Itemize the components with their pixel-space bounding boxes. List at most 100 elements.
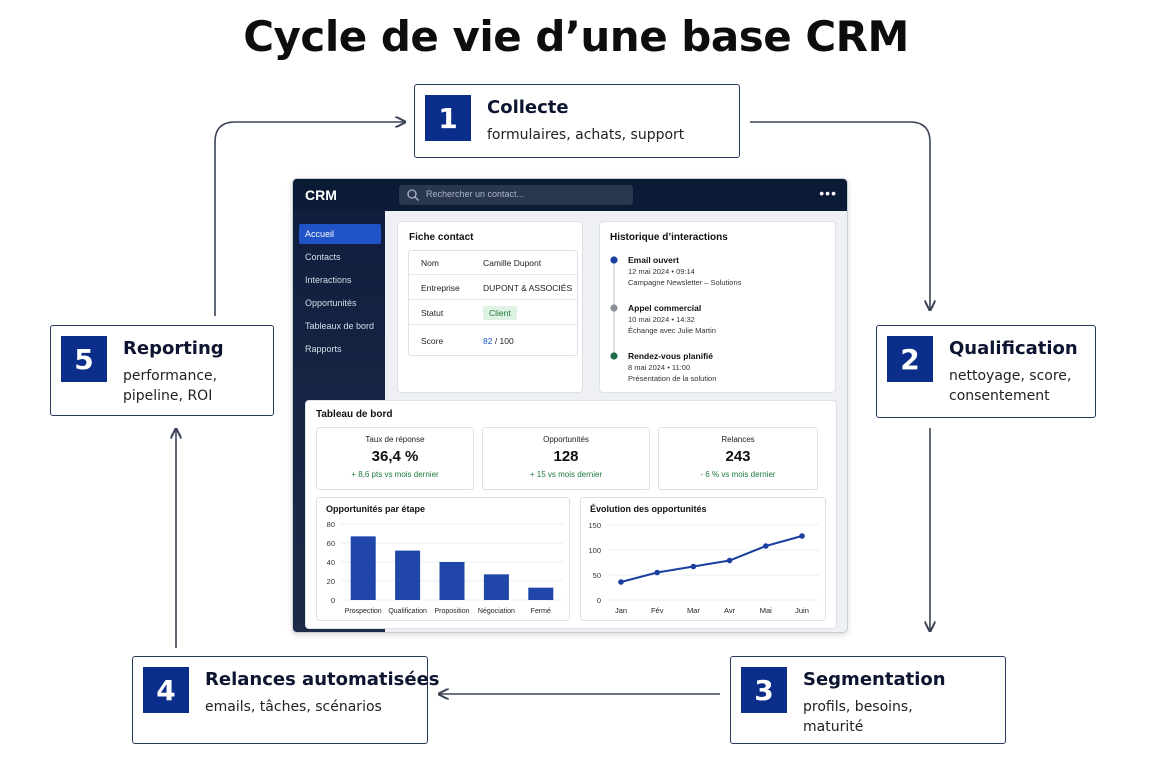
y-tick-label: 150 [588, 521, 601, 530]
sidebar-item-opportunites[interactable]: Opportunités [305, 298, 357, 308]
kpi-value: 36,4 % [371, 448, 419, 465]
step-number: 5 [61, 336, 107, 382]
y-tick-label: 0 [331, 596, 335, 605]
step-reporting: 5 Reporting performance, pipeline, ROI [50, 325, 274, 416]
step-description: profils, besoins, maturité [803, 699, 913, 735]
bar [528, 587, 554, 600]
history-title: Rendez-vous planifié [628, 351, 714, 361]
score-value: 82 [483, 336, 493, 346]
field-label: Statut [421, 308, 444, 318]
field-label: Score [421, 336, 444, 346]
data-point [763, 543, 769, 549]
kpi-relances: Relances 243 - 6 % vs mois dernier [658, 427, 818, 490]
step-segmentation: 3 Segmentation profils, besoins, maturit… [730, 656, 1006, 744]
y-tick-label: 20 [327, 577, 335, 586]
x-tick-label: Mai [760, 606, 772, 615]
field-value: 82 / 100 [483, 336, 514, 346]
field-value: DUPONT & ASSOCIÉS [483, 283, 573, 293]
kpi-delta: + 8,6 pts vs mois dernier [351, 470, 439, 479]
history-item-call: Appel commercial 10 mai 2024 • 14:32 Éch… [628, 303, 716, 335]
arrow-reporting-to-collecte [214, 122, 404, 316]
contact-row-entreprise: Entreprise DUPONT & ASSOCIÉS [409, 276, 577, 300]
more-options-icon[interactable]: ••• [819, 185, 837, 201]
step-number: 2 [887, 336, 933, 382]
kpi-value: 128 [553, 448, 579, 465]
step-title: Reporting [123, 338, 224, 359]
kpi-label: Taux de réponse [365, 435, 425, 444]
step-title: Segmentation [803, 669, 946, 690]
bar [395, 550, 421, 600]
x-tick-label: Jan [615, 606, 627, 615]
step-description: emails, tâches, scénarios [205, 699, 382, 715]
x-tick-label: Prospection [345, 608, 382, 615]
x-tick-label: Juin [795, 606, 809, 615]
crm-logo: CRM [305, 187, 337, 203]
x-tick-label: Qualification [388, 608, 427, 615]
history-detail: Campagne Newsletter – Solutions [628, 278, 742, 287]
contact-row-statut: Statut Client [409, 301, 577, 325]
step-title: Qualification [949, 338, 1078, 359]
y-tick-label: 80 [327, 520, 335, 529]
page-title: Cycle de vie d’une base CRM [243, 12, 909, 61]
x-tick-label: Proposition [434, 608, 469, 615]
history-detail: Échange avec Julie Martin [628, 326, 716, 335]
sidebar-item-tableaux-de-bord[interactable]: Tableaux de bord [305, 321, 375, 331]
bar [483, 574, 509, 600]
data-point [654, 569, 660, 576]
step-title: Collecte [487, 97, 569, 118]
series-line [620, 535, 803, 583]
kpi-label: Relances [721, 435, 755, 444]
contact-row-score: Score 82 / 100 [409, 329, 577, 353]
sidebar-item-accueil[interactable]: Accueil [299, 224, 381, 244]
search-placeholder: Rechercher un contact... [426, 189, 525, 199]
search-input[interactable]: Rechercher un contact... [399, 185, 633, 205]
timeline [610, 256, 618, 360]
history-item-meeting: Rendez-vous planifié 8 mai 2024 • 11:00 … [628, 351, 716, 383]
step-description: nettoyage, score, consentement [949, 368, 1072, 404]
y-tick-label: 50 [593, 571, 601, 580]
kpi-delta: - 6 % vs mois dernier [700, 470, 776, 479]
history-date: 10 mai 2024 • 14:32 [628, 315, 695, 324]
dashboard-panel: Tableau de bord Taux de réponse 36,4 % +… [305, 400, 837, 629]
panel-title: Fiche contact [409, 232, 474, 243]
history-title: Appel commercial [628, 303, 702, 313]
x-tick-label: Avr [724, 606, 736, 615]
sidebar-item-interactions[interactable]: Interactions [305, 275, 352, 285]
step-number: 1 [425, 95, 471, 141]
history-date: 12 mai 2024 • 09:14 [628, 267, 695, 276]
x-tick-label: Fév [651, 606, 664, 615]
step-number: 3 [741, 667, 787, 713]
bar [439, 562, 465, 600]
y-tick-label: 40 [327, 558, 335, 567]
x-tick-label: Fermé [531, 608, 551, 615]
bar [350, 536, 376, 600]
history-date: 8 mai 2024 • 11:00 [628, 363, 691, 372]
y-tick-label: 0 [597, 596, 601, 605]
historique-panel: Historique d’interactions Email ouvert 1… [599, 221, 836, 393]
kpi-taux-reponse: Taux de réponse 36,4 % + 8,6 pts vs mois… [316, 427, 474, 490]
timeline-dot [610, 256, 618, 264]
score-suffix: / 100 [492, 336, 514, 346]
search-icon [407, 189, 419, 201]
field-label: Entreprise [421, 283, 460, 293]
x-tick-label: Négociation [478, 608, 515, 615]
step-description: formulaires, achats, support [487, 127, 685, 143]
step-relances: 4 Relances automatisées emails, tâches, … [132, 656, 440, 744]
sidebar-item-contacts[interactable]: Contacts [305, 252, 341, 262]
history-title: Email ouvert [628, 255, 680, 265]
kpi-value: 243 [725, 448, 751, 465]
field-label: Nom [421, 258, 439, 268]
chart-title: Évolution des opportunités [590, 504, 707, 514]
kpi-opportunites: Opportunités 128 + 15 vs mois dernier [482, 427, 650, 490]
history-detail: Présentation de la solution [628, 374, 717, 383]
contact-row-nom: Nom Camille Dupont [409, 251, 577, 275]
step-title: Relances automatisées [205, 669, 440, 690]
timeline-dot [610, 352, 618, 360]
y-tick-label: 100 [588, 546, 601, 555]
sidebar-item-rapports[interactable]: Rapports [305, 344, 342, 354]
timeline-dot [610, 304, 618, 312]
